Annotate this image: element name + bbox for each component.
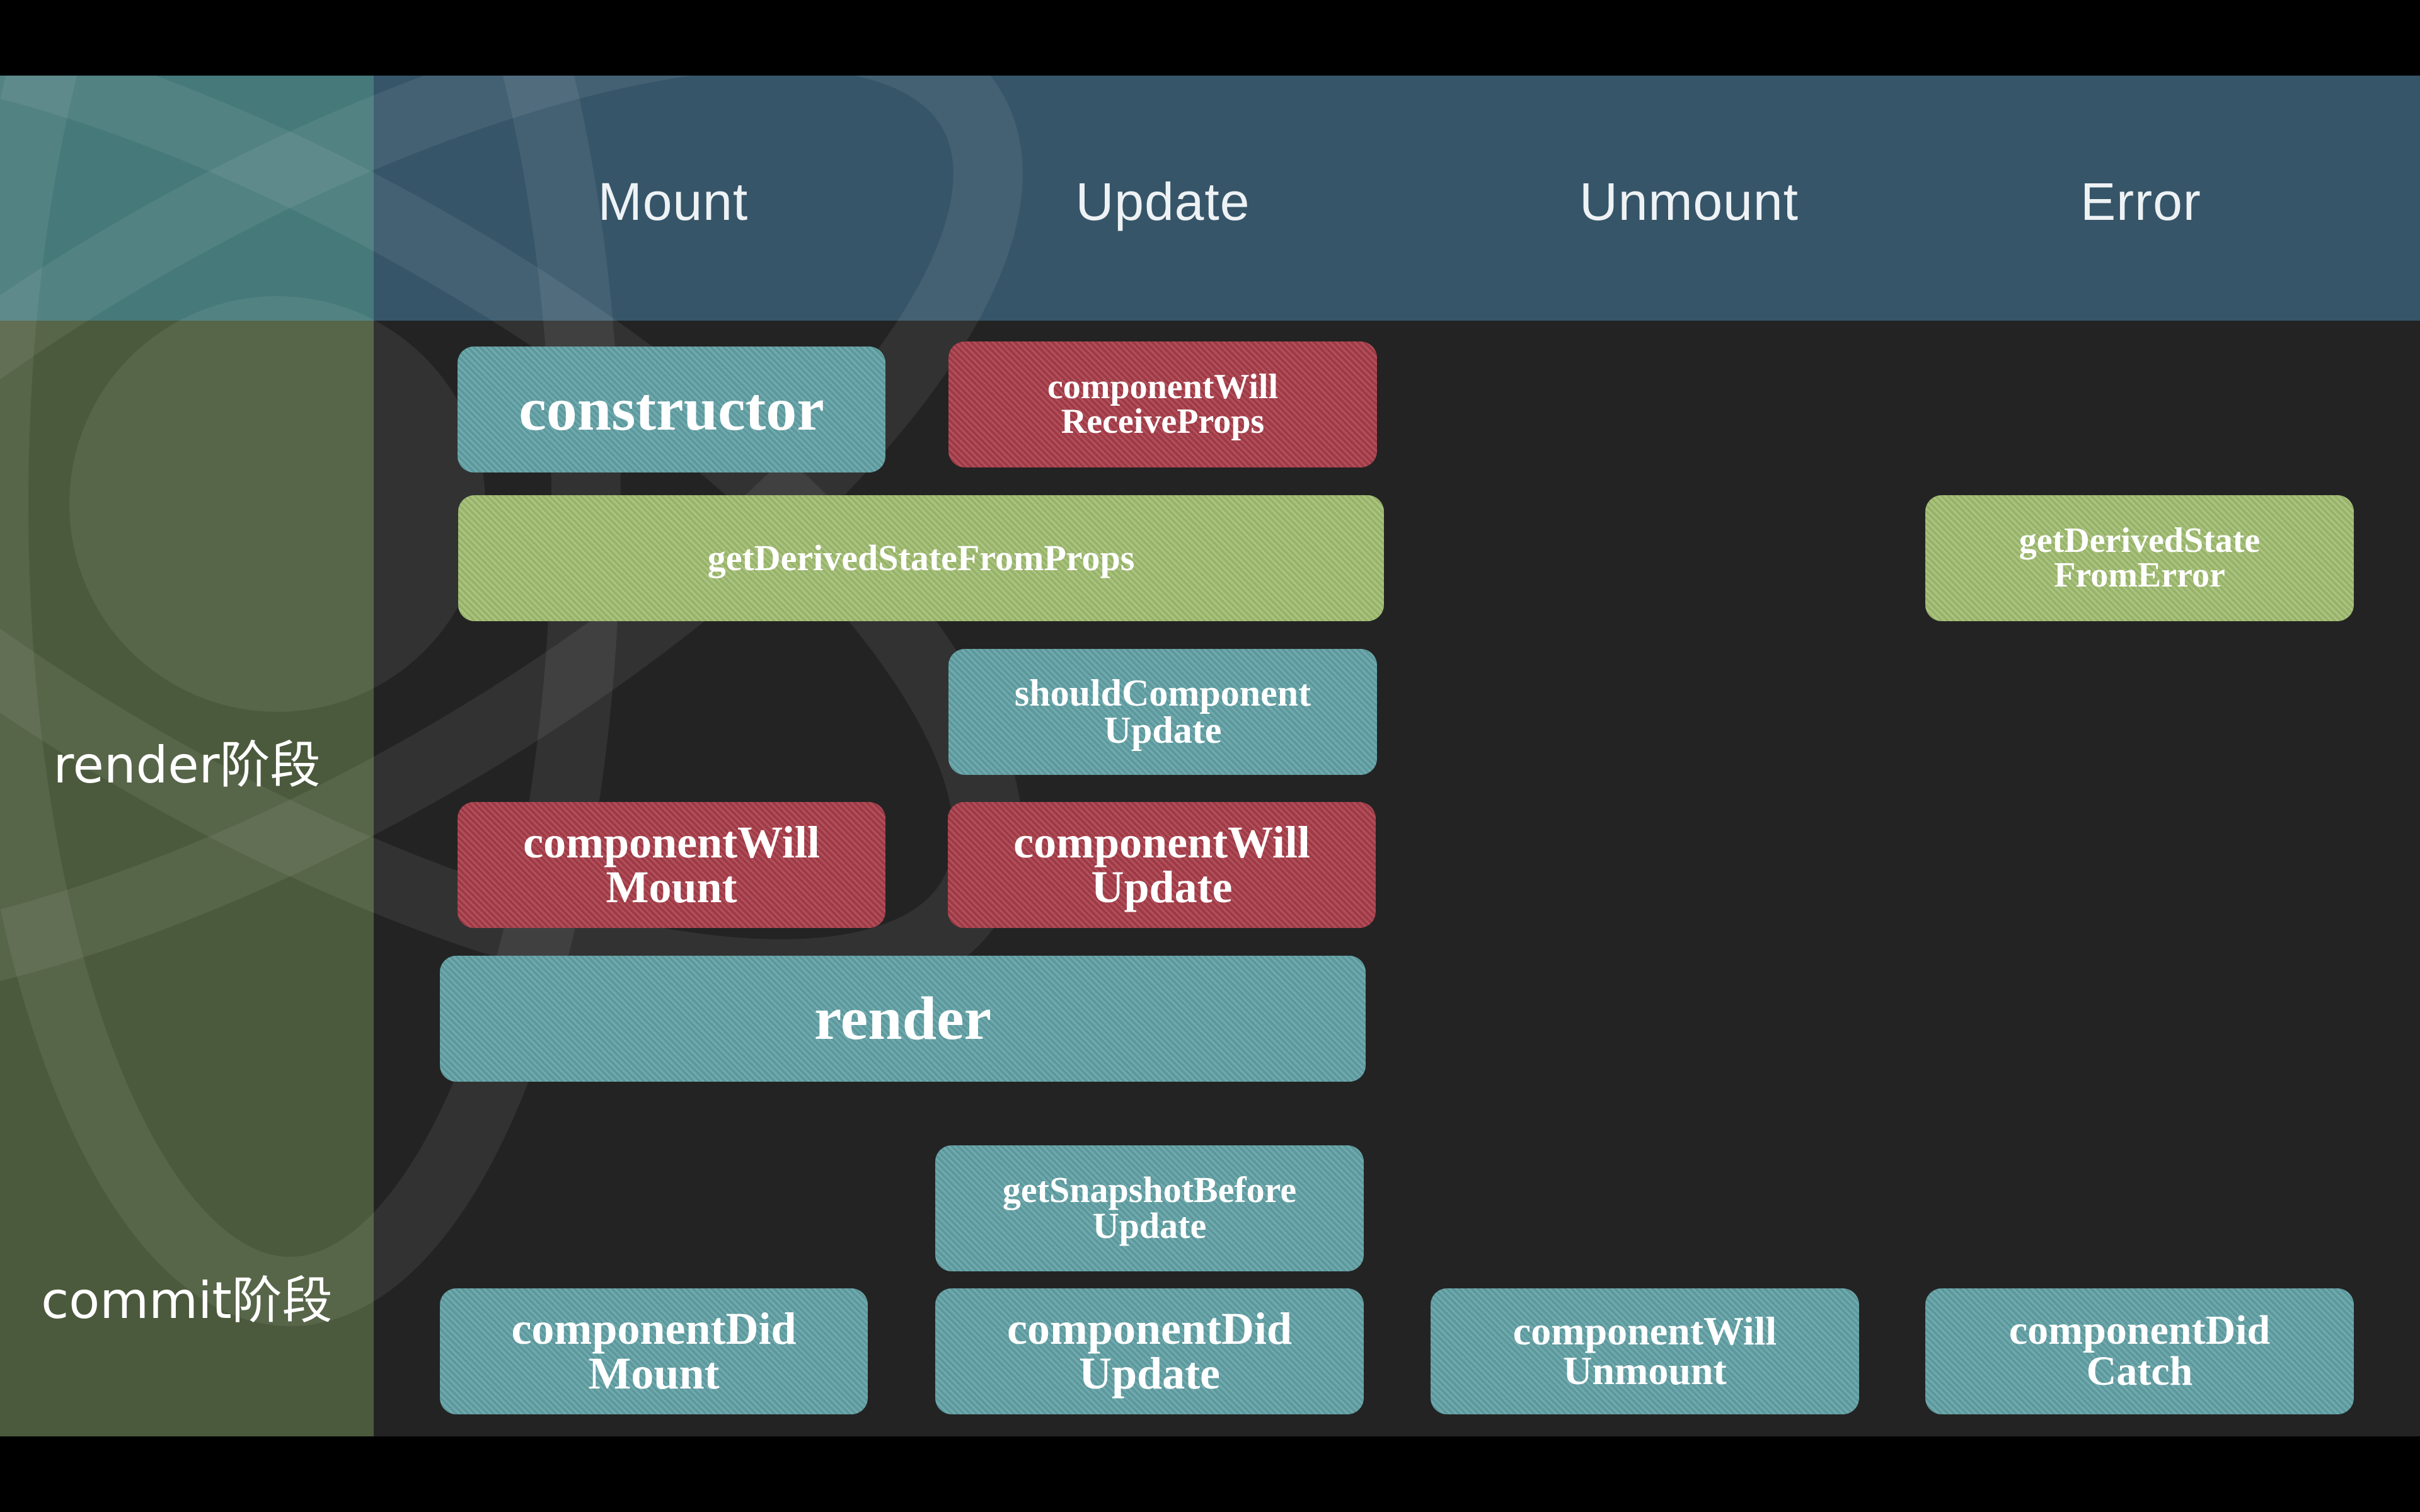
render-phase-label: render阶段 [53,736,321,794]
column-header-error: Error [2080,172,2201,231]
letterbox-bottom [0,1436,2420,1512]
component-will-unmount-box: componentWill Unmount [1431,1288,1859,1414]
get-snapshot-before-update-box: getSnapshotBefore Update [935,1145,1364,1271]
component-will-receive-props-box: componentWill ReceiveProps [948,341,1377,467]
lifecycle-diagram-slide: Mount Update Unmount Error render阶段 comm… [0,76,2420,1436]
component-did-catch-box: componentDid Catch [1925,1288,2354,1414]
get-derived-state-from-props-box: getDerivedStateFromProps [458,495,1384,621]
render-box: render [440,956,1366,1082]
column-header-update: Update [1075,172,1250,231]
header-corner [0,76,374,321]
column-header-mount: Mount [597,172,749,231]
should-component-update-box: shouldComponent Update [948,649,1377,775]
column-header-band [374,76,2420,321]
commit-phase-label: commit阶段 [41,1271,333,1330]
component-will-mount-box: componentWill Mount [458,802,885,928]
get-derived-state-from-error-box: getDerivedState FromError [1925,495,2354,621]
component-did-mount-box: componentDid Mount [440,1288,868,1414]
constructor-box: constructor [458,346,885,472]
component-will-update-box: componentWill Update [948,802,1376,928]
column-header-unmount: Unmount [1579,172,1799,231]
component-did-update-box: componentDid Update [935,1288,1364,1414]
